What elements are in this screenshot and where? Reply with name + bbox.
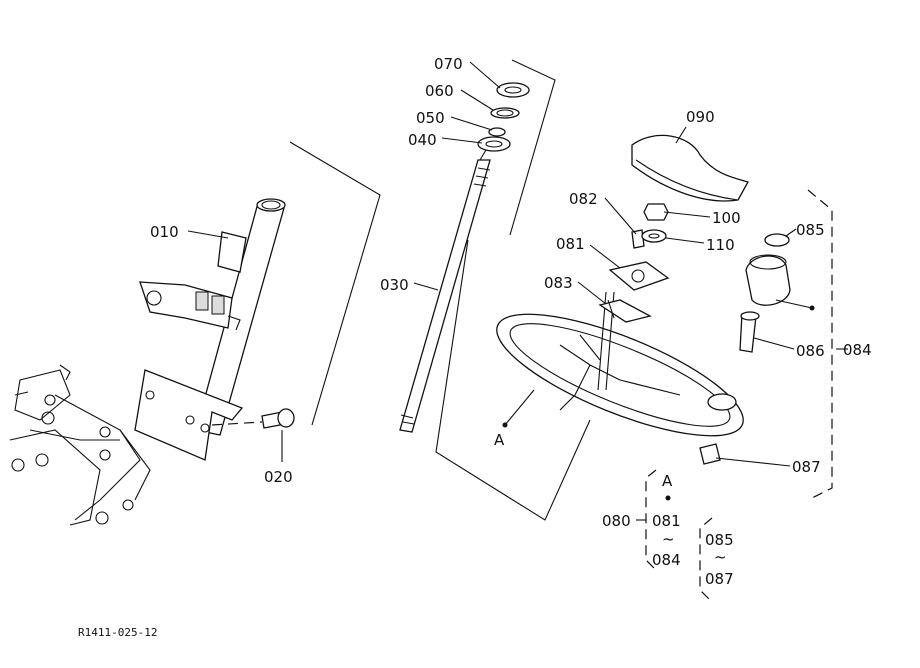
knob-assembly: [699, 233, 791, 465]
hub-parts: [598, 229, 670, 323]
steering-wheel: [496, 291, 744, 437]
label-085: 085: [796, 221, 825, 239]
figure-code: R1411-025-12: [78, 626, 157, 639]
label-030: 030: [380, 276, 409, 294]
legend-kit-080: 080 A 081 ~ 084: [602, 469, 681, 571]
label-020: 020: [264, 468, 293, 486]
legend-080-code: 080: [602, 512, 631, 530]
legend-085-to: 087: [705, 570, 734, 588]
label-010: 010: [150, 223, 179, 241]
legend-kit-085: 085 ~ 087: [699, 517, 734, 603]
label-087: 087: [792, 458, 821, 476]
legend-085-from: 085: [705, 531, 734, 549]
knob-dot: [809, 305, 815, 311]
frame-box-shaft-top: [509, 59, 556, 236]
marker-a-dot: [502, 422, 508, 428]
label-110: 110: [706, 236, 735, 254]
bearing-stack: [477, 82, 530, 161]
label-050: 050: [416, 109, 445, 127]
frame-box-shaft: [435, 239, 591, 521]
label-100: 100: [712, 209, 741, 227]
label-090: 090: [686, 108, 715, 126]
frame-assembly: [9, 364, 151, 526]
steering-shaft-030: [399, 159, 491, 433]
label-070: 070: [434, 55, 463, 73]
label-081: 081: [556, 235, 585, 253]
label-040: 040: [408, 131, 437, 149]
label-084: 084: [843, 341, 872, 359]
marker-a-label: A: [494, 431, 505, 449]
nut-100: [643, 203, 669, 221]
legend-080-to: 084: [652, 551, 681, 569]
label-082: 082: [569, 190, 598, 208]
washer-110: [641, 229, 667, 243]
label-060: 060: [425, 82, 454, 100]
legend-080-marker: A: [662, 472, 673, 490]
bracket-084: [807, 189, 833, 501]
frame-box-010: [289, 141, 381, 426]
steering-column-010: [134, 198, 286, 461]
label-086: 086: [796, 342, 825, 360]
legend-080-tilde: ~: [662, 530, 675, 548]
hub-cover-090: [631, 134, 749, 202]
bolt-020: [211, 408, 295, 429]
legend-080-from: 081: [652, 512, 681, 530]
label-083: 083: [544, 274, 573, 292]
leader-lines: [187, 61, 848, 467]
legend-085-tilde: ~: [714, 548, 727, 566]
